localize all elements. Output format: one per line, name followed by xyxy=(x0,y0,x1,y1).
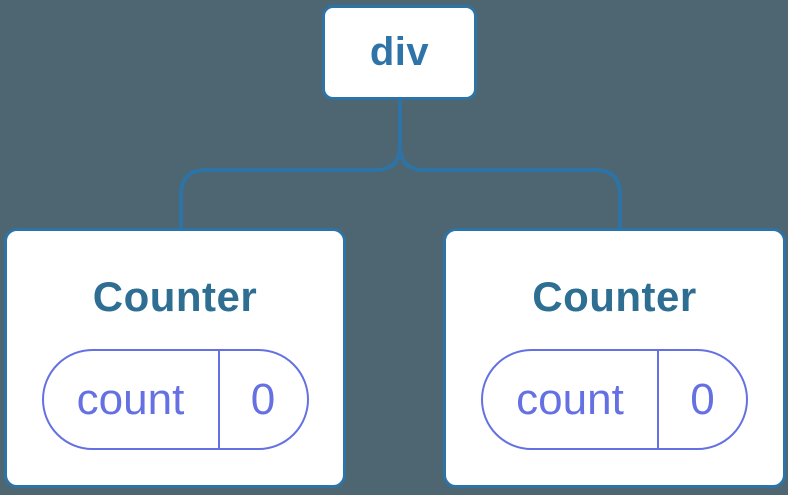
root-node-label: div xyxy=(369,30,430,74)
component-title: Counter xyxy=(532,273,697,320)
state-value: 0 xyxy=(217,351,307,448)
state-key-label: count xyxy=(76,374,185,424)
component-title: Counter xyxy=(92,273,258,320)
state-pill: count 0 xyxy=(41,349,309,450)
state-value: 0 xyxy=(657,351,746,448)
state-pill: count 0 xyxy=(481,349,748,450)
tree-node-div: div xyxy=(322,5,477,100)
tree-node-counter-1: Counter count 0 xyxy=(4,228,346,488)
state-key-label: count xyxy=(516,374,624,424)
connector-right-branch xyxy=(398,98,622,228)
connector-left-branch xyxy=(179,98,402,228)
tree-node-counter-2: Counter count 0 xyxy=(443,228,786,488)
